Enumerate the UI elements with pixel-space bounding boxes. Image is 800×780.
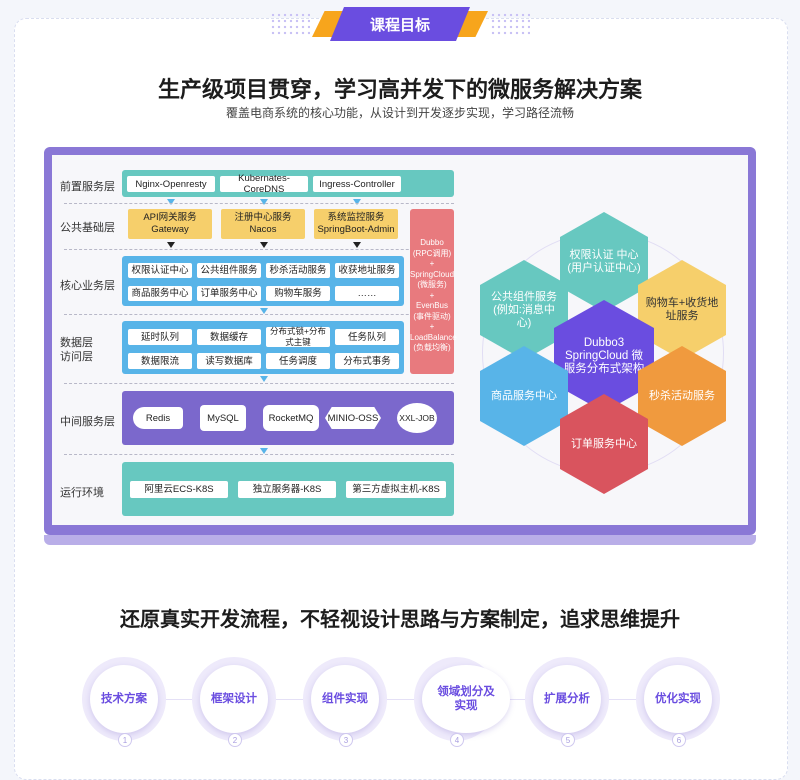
step-label: 扩展分析 [533,665,601,733]
hex-auth: 权限认证 中心 (用户认证中心) [560,212,648,312]
xxljob-icon: XXL-JOB [397,403,437,433]
data-item: 分布式事务 [335,353,399,369]
row-divider [64,454,454,455]
step-number: 4 [450,733,464,747]
step-number: 1 [118,733,132,747]
step-label: 技术方案 [90,665,158,733]
arrow-down-icon [167,199,175,205]
core-item: 权限认证中心 [128,263,192,278]
arrow-down-icon [260,448,268,454]
core-item: 秒杀活动服务 [266,263,330,278]
page-headline: 生产级项目贯穿，学习高并发下的微服务解决方案 [157,77,642,102]
row-label-data: 数据层访问层 [60,337,93,363]
step-label: 领域划分及实现 [422,665,510,733]
front-item: Ingress-Controller [313,176,401,192]
row-divider [64,203,454,204]
row-label-core: 核心业务层 [60,280,115,292]
arrow-down-icon [260,199,268,205]
rpc-side-text: Dubbo(RPC调用)+SpringCloud(微服务)+EvenBus(事件… [410,238,457,352]
steps-connector [90,699,710,700]
data-item: 任务队列 [335,329,399,345]
front-item: Kubernates-CoreDNS [220,173,308,195]
front-item: Nginx-Openresty [127,176,215,192]
runtime-item: 第三方虚拟主机-K8S [346,481,446,498]
row-divider [64,314,454,315]
hex-center: Dubbo3 SpringCloud 微服务分布式架构 [554,300,654,412]
redis-icon: Redis [133,407,183,429]
data-item: 分布式锁+分布式主键 [266,326,330,347]
step-label: 优化实现 [644,665,712,733]
data-item: 延时队列 [128,329,192,345]
runtime-item: 独立服务器-K8S [238,481,336,498]
core-item: 商品服务中心 [128,286,192,301]
arrow-down-icon [167,242,175,248]
row-label-front: 前置服务层 [60,181,115,193]
section2-title: 还原真实开发流程，不轻视设计思路与方案制定，追求思维提升 [120,609,680,631]
step-optimization: 优化实现 6 [636,657,720,747]
row-label-middleware: 中间服务层 [60,416,115,428]
row-divider [64,383,454,384]
data-item: 数据限流 [128,353,192,369]
rpc-side-panel [410,209,454,374]
row-label-runtime: 运行环境 [60,487,104,499]
step-label: 框架设计 [200,665,268,733]
core-item: 公共组件服务 [197,263,261,278]
step-component-impl: 组件实现 3 [303,657,387,747]
monitor-stand [44,535,756,545]
arrow-down-icon [260,308,268,314]
arrow-down-icon [353,199,361,205]
section-badge: 课程目标 [330,7,470,41]
minio-icon: MINIO-OSS [325,407,381,429]
core-item: 订单服务中心 [197,286,261,301]
runtime-item: 阿里云ECS-K8S [130,481,228,498]
core-item: …… [335,286,399,301]
step-number: 5 [561,733,575,747]
step-domain-division: 领域划分及实现 4 [414,657,510,747]
arrow-down-icon [353,242,361,248]
step-number: 6 [672,733,686,747]
decor-dots-left [270,12,310,36]
arrow-down-icon [260,376,268,382]
page-subheadline: 覆盖电商系统的核心功能，从设计到开发逐步实现，学习路径流畅 [225,106,574,120]
step-label: 组件实现 [311,665,379,733]
step-number: 3 [339,733,353,747]
step-technical-plan: 技术方案 1 [82,657,166,747]
row-label-base: 公共基础层 [60,222,115,234]
hex-order: 订单服务中心 [560,394,648,494]
data-item: 任务调度 [266,353,330,369]
data-item: 数据缓存 [197,329,261,345]
data-item: 读写数据库 [197,353,261,369]
step-extension-analysis: 扩展分析 5 [525,657,609,747]
row-divider [64,249,454,250]
core-item: 购物车服务 [266,286,330,301]
hex-seckill: 秒杀活动服务 [638,346,726,446]
step-number: 2 [228,733,242,747]
core-item: 收获地址服务 [335,263,399,278]
arrow-down-icon [260,242,268,248]
mysql-icon: MySQL [200,405,246,431]
rocketmq-icon: RocketMQ [263,405,319,431]
step-framework-design: 框架设计 2 [192,657,276,747]
decor-dots-right [490,12,530,36]
